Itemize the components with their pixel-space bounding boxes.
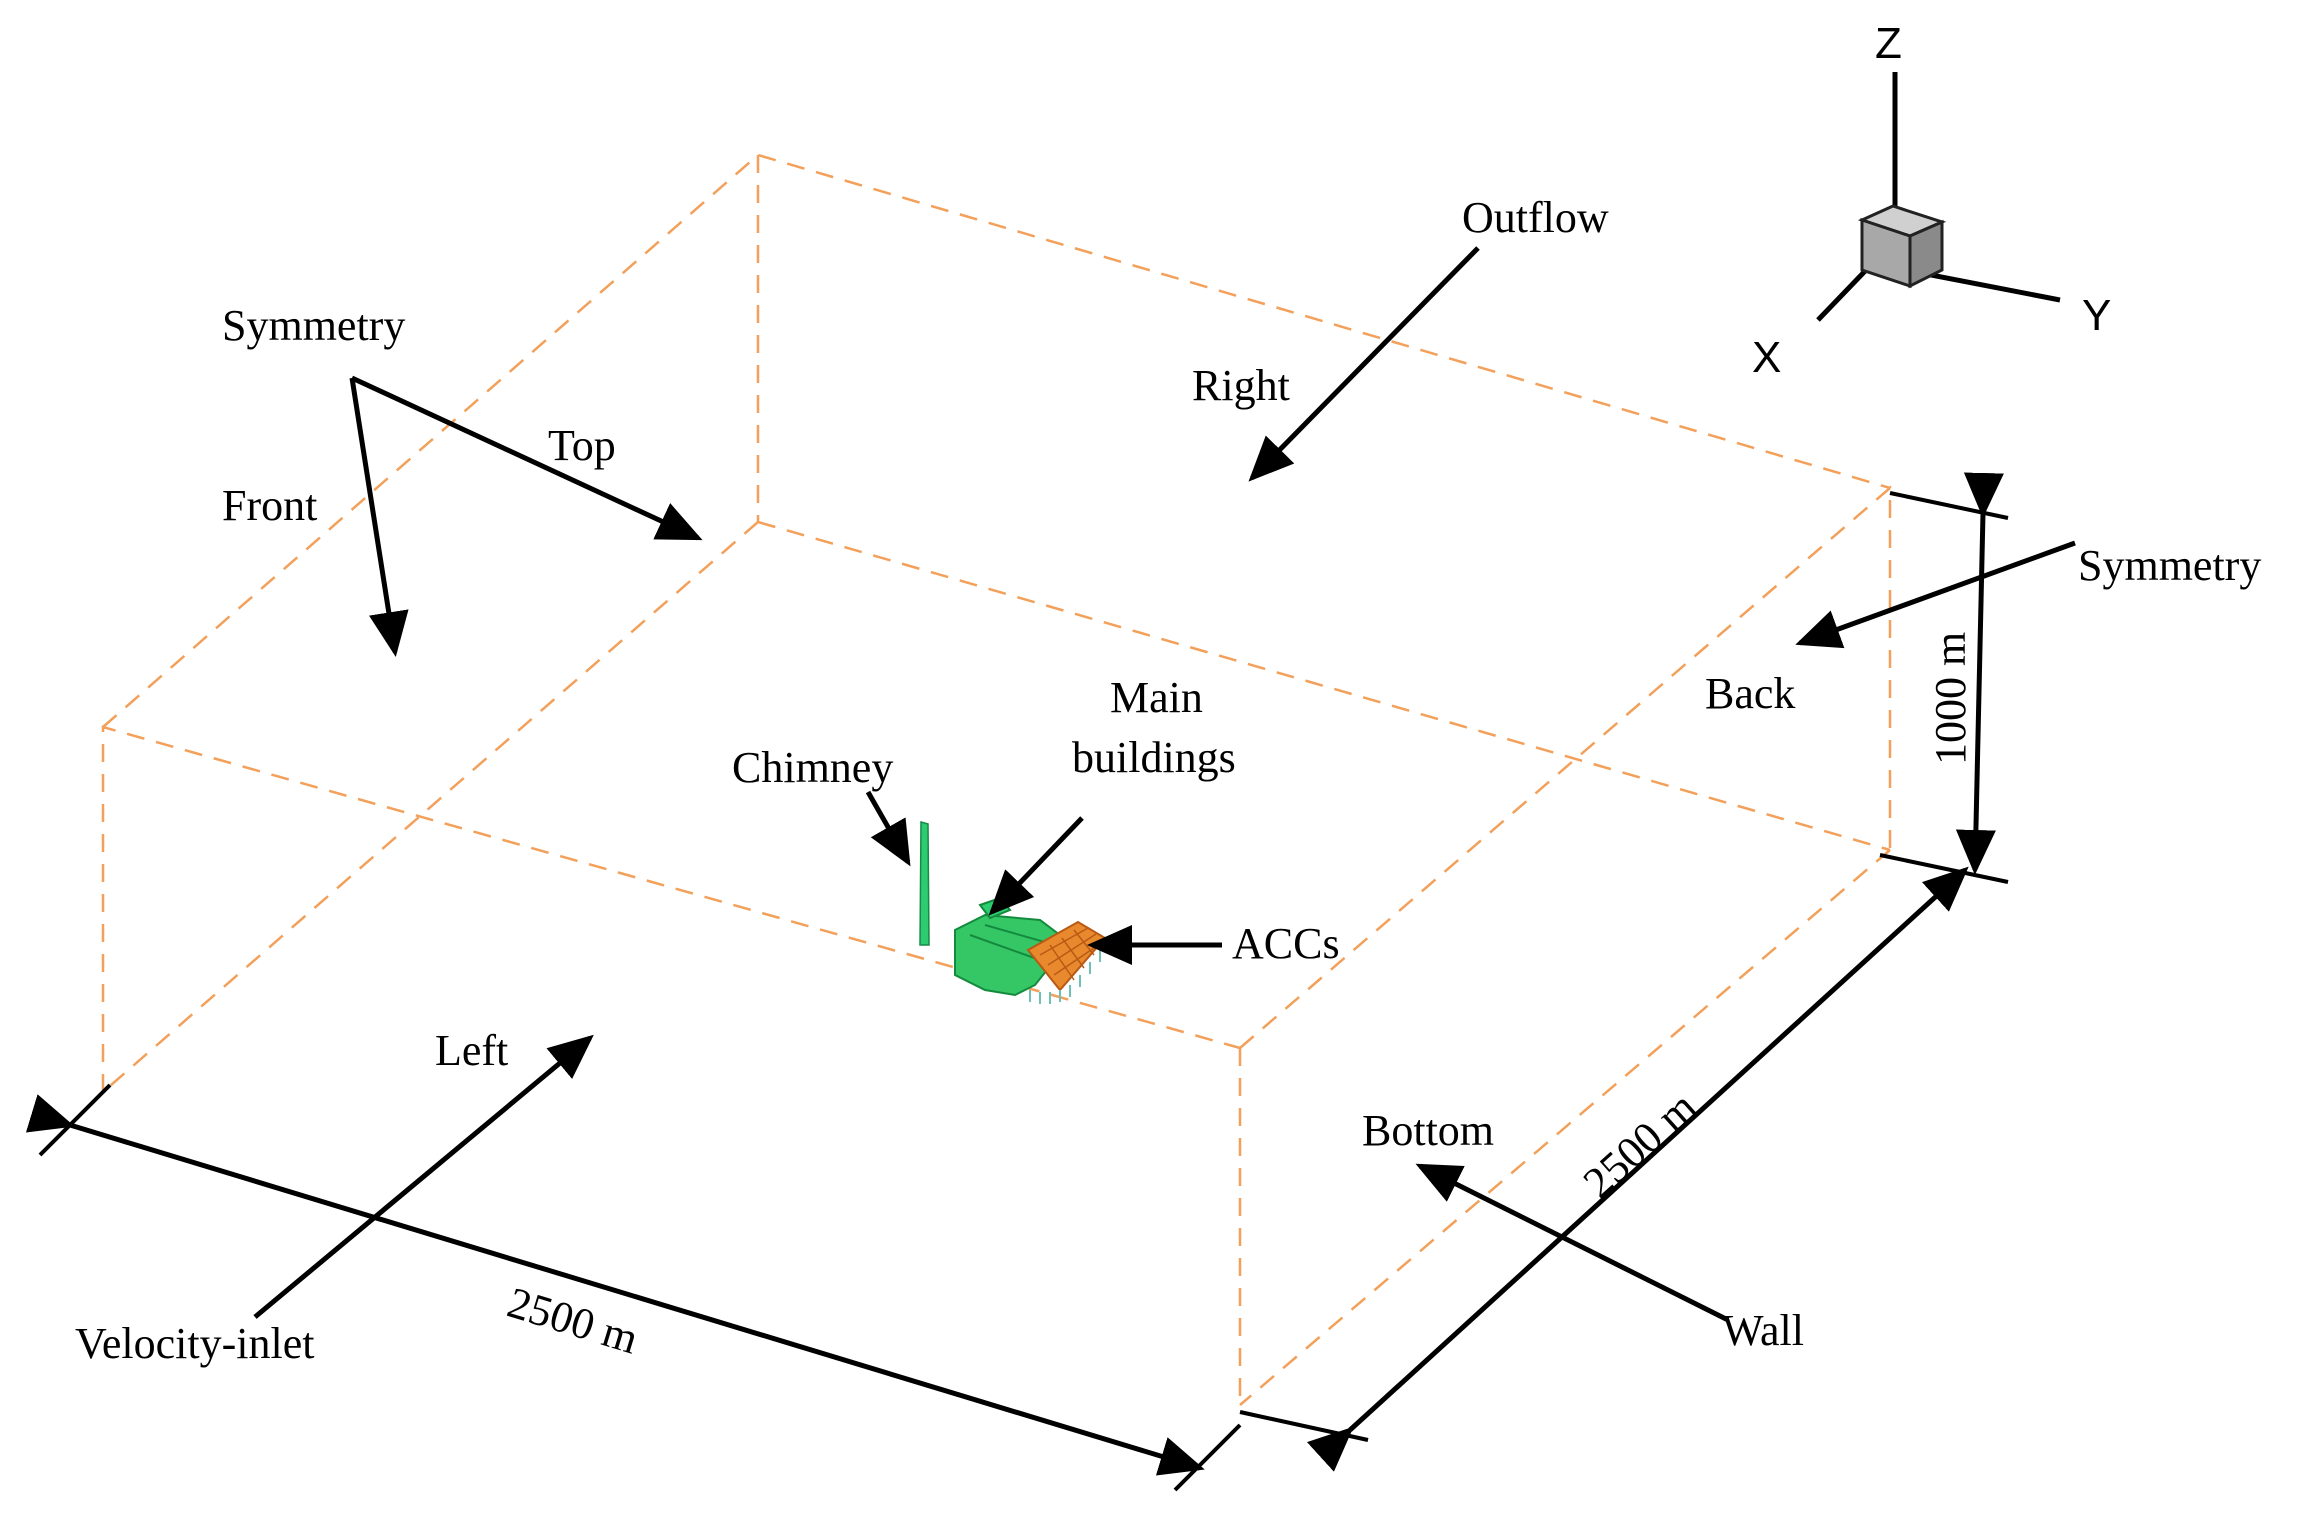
- label-symmetry-left: Symmetry: [222, 301, 405, 350]
- label-symmetry-right: Symmetry: [2078, 541, 2261, 590]
- label-velocity-inlet: Velocity-inlet: [75, 1319, 315, 1368]
- label-outflow: Outflow: [1462, 193, 1609, 242]
- label-top: Top: [548, 421, 616, 470]
- label-front: Front: [222, 481, 317, 530]
- label-main-buildings-1: Main: [1110, 673, 1203, 722]
- dimension-lines: [25, 472, 2009, 1492]
- axis-y-label: Y: [2082, 291, 2111, 340]
- label-accs: ACCs: [1232, 919, 1340, 968]
- axis-z-label: Z: [1875, 19, 1902, 68]
- label-left: Left: [435, 1026, 508, 1075]
- chimney: [919, 821, 930, 946]
- dimension-height-label: 1000 m: [1926, 632, 1975, 765]
- axis-cube: [1857, 204, 1947, 289]
- label-right: Right: [1192, 361, 1290, 410]
- dimension-width-label: 2500 m: [1574, 1082, 1706, 1208]
- axis-x-label: X: [1752, 333, 1781, 382]
- label-main-buildings-2: buildings: [1072, 733, 1236, 782]
- axis-triad: Z Y X: [1752, 19, 2111, 382]
- annotation-arrows: [253, 246, 2076, 1323]
- label-back: Back: [1705, 669, 1795, 718]
- label-chimney: Chimney: [732, 743, 893, 792]
- power-plant-model: [919, 821, 1107, 1004]
- label-wall: Wall: [1722, 1306, 1804, 1355]
- label-bottom: Bottom: [1362, 1106, 1494, 1155]
